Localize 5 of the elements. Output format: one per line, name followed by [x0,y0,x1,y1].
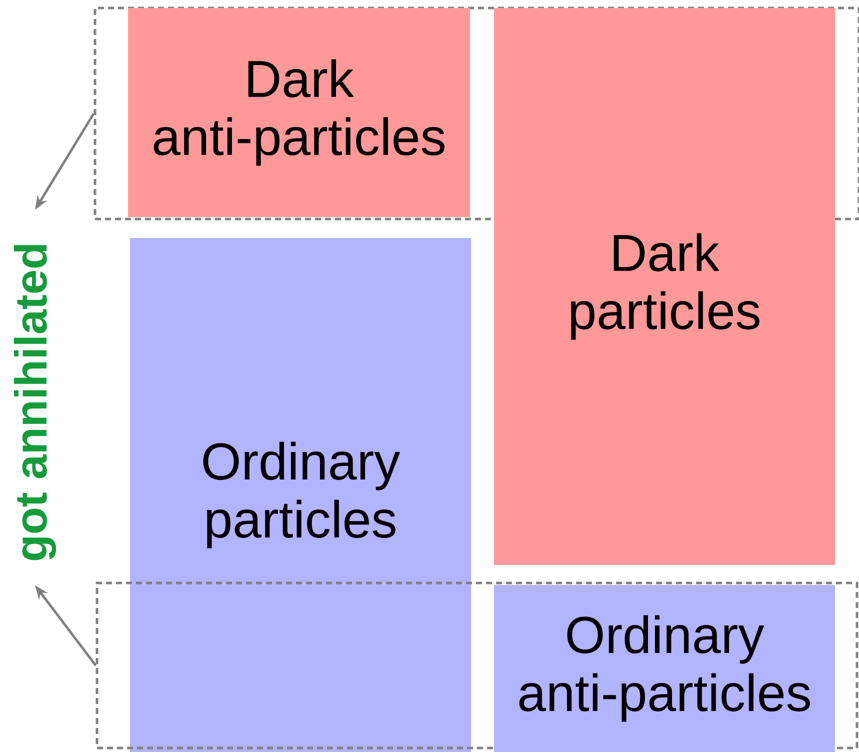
particle-block: Ordinary anti-particles [494,585,835,752]
rotated-label: got annihilated [14,244,56,560]
particle-block: Ordinary particles [130,238,471,752]
particle-block: Dark anti-particles [128,8,470,217]
particle-block: Dark particles [494,8,835,565]
